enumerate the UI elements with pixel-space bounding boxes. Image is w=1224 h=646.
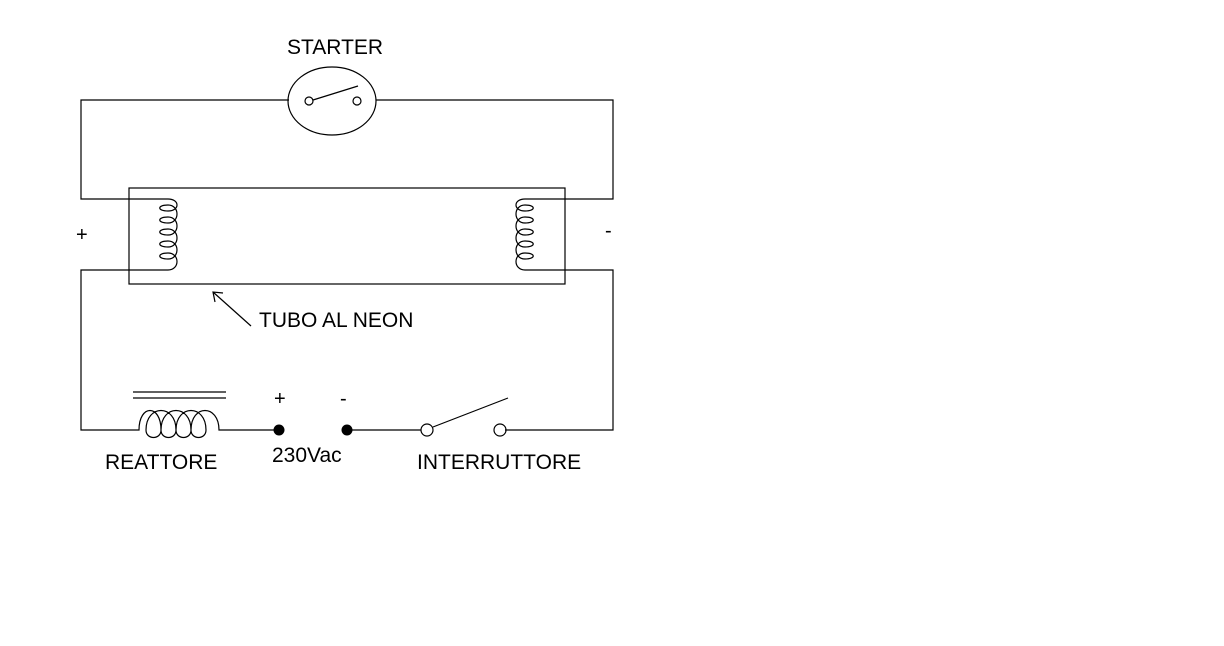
starter-contact-left bbox=[304, 96, 314, 106]
tube-label: TUBO AL NEON bbox=[259, 309, 413, 332]
supply-plus-label: + bbox=[274, 388, 286, 410]
starter-bulb bbox=[287, 66, 377, 136]
wire-top-left bbox=[80, 99, 289, 200]
supply-terminal-plus bbox=[273, 424, 285, 436]
supply-minus-label: - bbox=[340, 388, 347, 410]
ballast-label: REATTORE bbox=[105, 451, 217, 474]
neon-tube bbox=[128, 187, 566, 285]
ballast-coil bbox=[133, 409, 226, 439]
filament-left bbox=[130, 198, 178, 271]
wire-top-right bbox=[376, 99, 614, 200]
polarity-right-label: - bbox=[605, 220, 612, 242]
tube-pointer-arrowhead bbox=[212, 291, 224, 303]
starter-contact-right bbox=[352, 96, 362, 106]
switch-blade bbox=[432, 397, 509, 428]
wire-bottom-right bbox=[505, 269, 614, 431]
switch-contact-left bbox=[420, 423, 434, 437]
switch-contact-right bbox=[493, 423, 507, 437]
polarity-left-label: + bbox=[76, 224, 88, 246]
filament-right bbox=[515, 198, 565, 271]
supply-label: 230Vac bbox=[272, 444, 342, 467]
starter-switch-blade bbox=[312, 85, 359, 101]
switch-label: INTERRUTTORE bbox=[417, 451, 581, 474]
starter-label: STARTER bbox=[287, 36, 383, 59]
tube-pointer-arrow bbox=[212, 291, 252, 327]
wire-bottom-left bbox=[80, 269, 133, 431]
